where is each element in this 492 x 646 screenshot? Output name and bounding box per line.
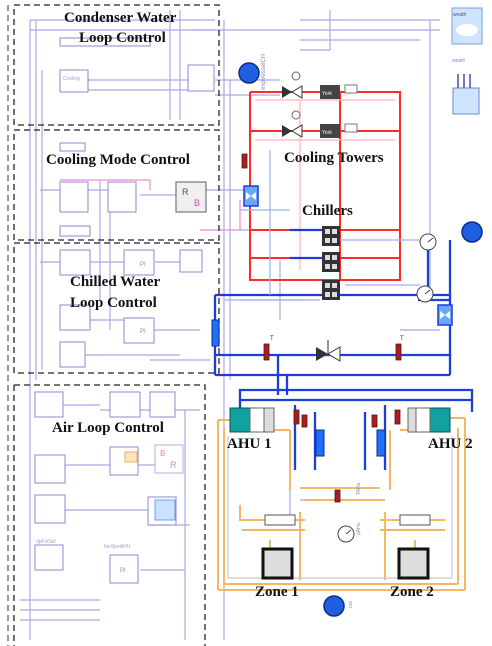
york-text-2: York (322, 130, 332, 136)
condenser-pump (243, 185, 259, 207)
chiller-2 (322, 252, 340, 272)
ahu1-label: AHU 1 (227, 436, 272, 452)
ahu-1 (229, 407, 275, 433)
cooling-tiny-label: Cooling (63, 76, 80, 82)
zone1-label: Zone 1 (255, 584, 299, 600)
out-label: out (348, 600, 354, 608)
tiny-labels: Cooling dpFixSet fanSpeAHU (36, 76, 131, 550)
sensor-labels: T T (270, 336, 404, 342)
weather-station: weath weath (451, 7, 483, 115)
weather-text: weath (453, 12, 467, 18)
zone-dampers (264, 514, 431, 526)
chiller-3 (322, 280, 340, 300)
chilled-label-line2: Loop Control (70, 295, 157, 311)
chiller-1 (322, 226, 340, 246)
logic-block-r-air: B R (154, 444, 184, 474)
pi-text-1: PI (140, 262, 146, 268)
pahu-label: pAHu (356, 522, 362, 535)
block-r-air-text: R (170, 460, 177, 470)
zone-2-box (397, 547, 430, 580)
zone-sensor-block (154, 499, 176, 521)
condenser-water-loop (249, 91, 401, 281)
bypass-valve (316, 340, 341, 362)
block-b-text: B (194, 198, 200, 208)
t-label-1: T (270, 336, 274, 342)
dp-fix-set-label: dpFixSet (36, 539, 56, 545)
condenser-label-line2: Loop Control (79, 30, 166, 46)
region-borders (13, 4, 220, 646)
block-r-text: R (182, 187, 189, 197)
zone2-label: Zone 2 (390, 584, 434, 600)
ahu-2 (407, 407, 451, 433)
weather-text-2: weath (452, 58, 466, 64)
hysteresis-block (124, 451, 138, 463)
air-pressure-source (323, 595, 345, 617)
logic-block-r: R B (175, 181, 207, 213)
fan-spe-ahu-label: fanSpeAHU (104, 544, 131, 550)
cooling-tower-1: York (282, 71, 358, 99)
chilled-water-loop (213, 228, 474, 470)
pipe-segments (211, 319, 386, 457)
cooling-mode-label: Cooling Mode Control (46, 152, 190, 168)
ahu2-label: AHU 2 (428, 436, 473, 452)
zone-1-box (261, 547, 294, 580)
chillers-label: Chillers (302, 203, 353, 219)
expansion-vessel-chilled (461, 221, 483, 243)
chilled-pump (437, 304, 453, 326)
exp-vessel-label: expVesselCH (261, 54, 267, 90)
chilled-water-loop-pale (225, 150, 420, 301)
pi-controller-blocks: PI PI PI (120, 262, 146, 574)
cooling-towers-label: Cooling Towers (284, 150, 384, 166)
air-loop-label: Air Loop Control (52, 420, 164, 436)
t-label-2: T (400, 336, 404, 342)
cooling-tower-2: York (282, 110, 358, 138)
pi-text-2: PI (140, 329, 146, 335)
block-b-air-text: B (160, 449, 165, 458)
pi-text-3: PI (120, 568, 126, 574)
condenser-label-line1: Condenser Water (64, 10, 177, 26)
tahu-label: TAHu (356, 482, 362, 495)
york-text-1: York (322, 91, 332, 97)
expansion-vessel-condenser (238, 62, 260, 84)
temperature-sensors (241, 153, 402, 503)
boolean-signal-wires (60, 179, 241, 231)
chilled-label-line1: Chilled Water (70, 274, 161, 290)
